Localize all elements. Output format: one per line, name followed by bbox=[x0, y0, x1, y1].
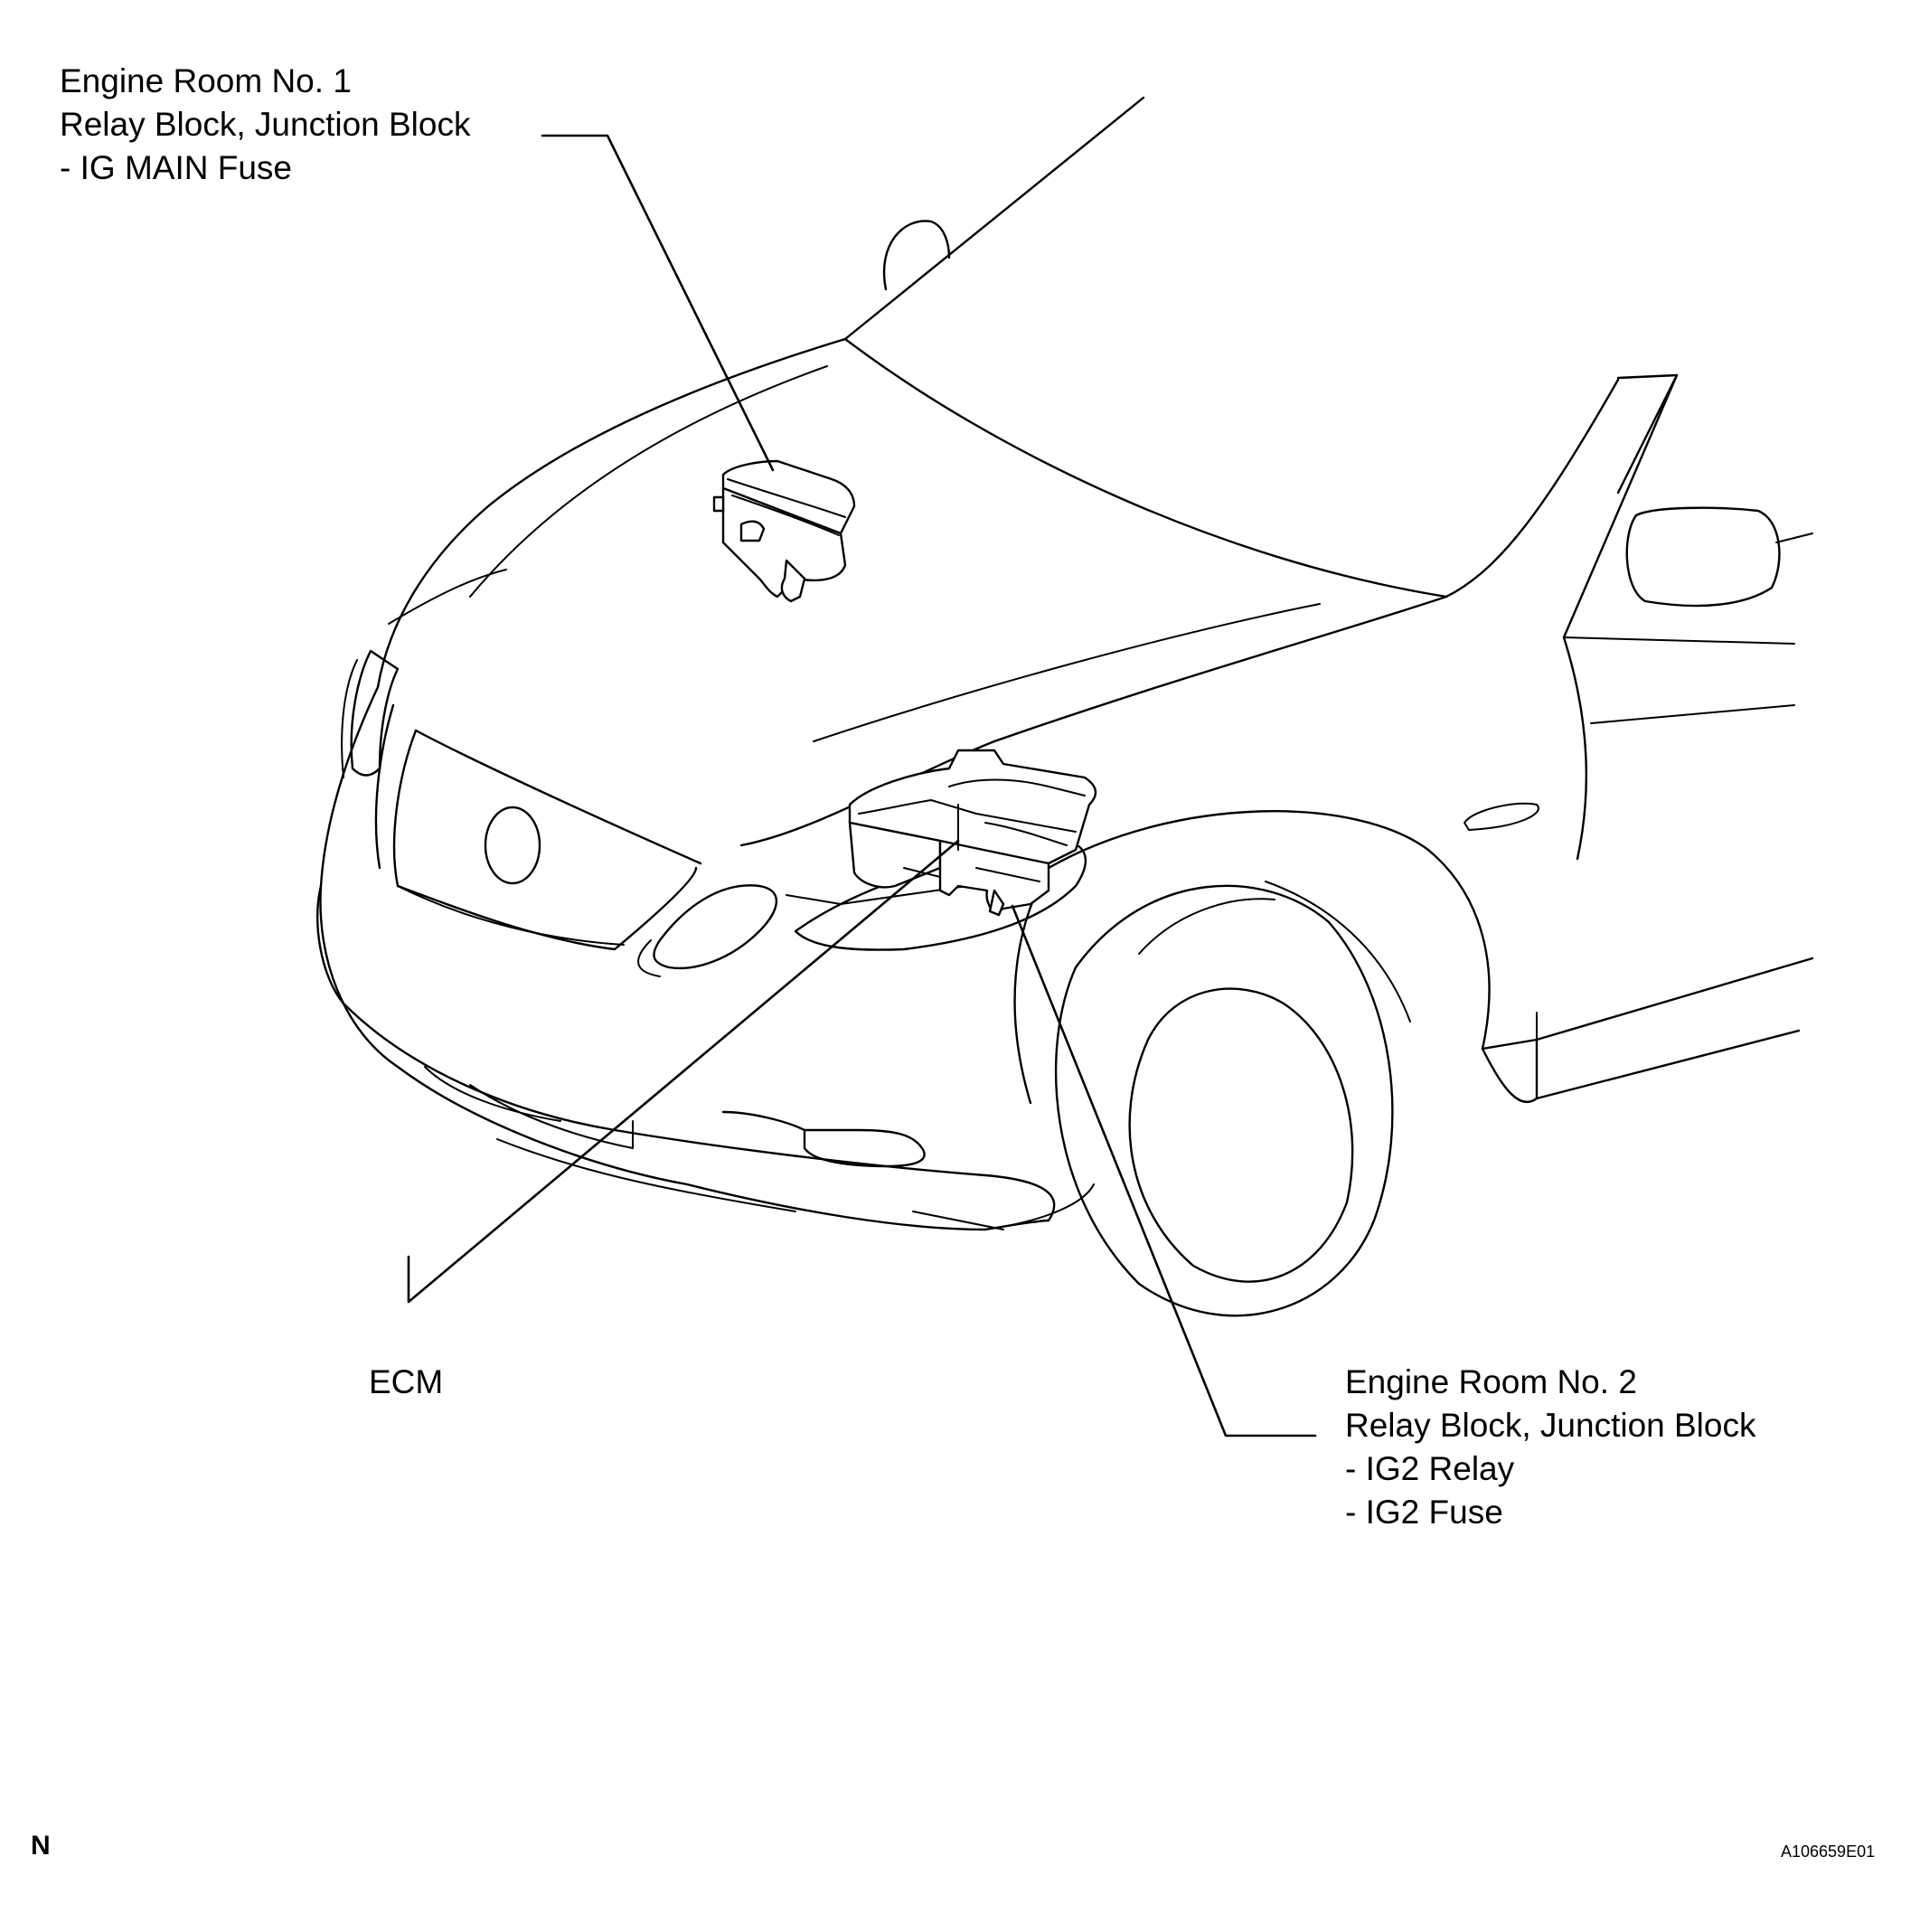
relay-block-no1-part bbox=[712, 459, 856, 603]
callout-no2-line1: Engine Room No. 2 bbox=[1345, 1363, 1637, 1400]
callout-no2-line2: Relay Block, Junction Block bbox=[1345, 1407, 1756, 1444]
callout-engine-room-no2-relay-block: Engine Room No. 2 Relay Block, Junction … bbox=[1345, 1361, 1755, 1534]
leader-line-ecm bbox=[407, 839, 960, 1304]
callout-ecm-text: ECM bbox=[369, 1363, 444, 1400]
corner-mark: N bbox=[31, 1831, 51, 1861]
leader-lines bbox=[407, 134, 1317, 1437]
callout-no1-line1: Engine Room No. 1 bbox=[60, 62, 352, 99]
figure-id: A106659E01 bbox=[1781, 1842, 1876, 1861]
callout-engine-room-no1-relay-block: Engine Room No. 1 Relay Block, Junction … bbox=[60, 60, 470, 190]
callout-no2-line4: - IG2 Fuse bbox=[1345, 1494, 1503, 1531]
callout-no2-line3: - IG2 Relay bbox=[1345, 1450, 1515, 1487]
leader-line-no2 bbox=[1011, 904, 1317, 1437]
callout-ecm: ECM bbox=[369, 1361, 443, 1404]
callout-no1-line3: - IG MAIN Fuse bbox=[60, 149, 292, 186]
vehicle-outline bbox=[315, 96, 1814, 1317]
leader-line-no1 bbox=[541, 134, 775, 472]
relay-block-no2-part bbox=[848, 749, 1097, 917]
callout-no1-line2: Relay Block, Junction Block bbox=[60, 106, 471, 143]
